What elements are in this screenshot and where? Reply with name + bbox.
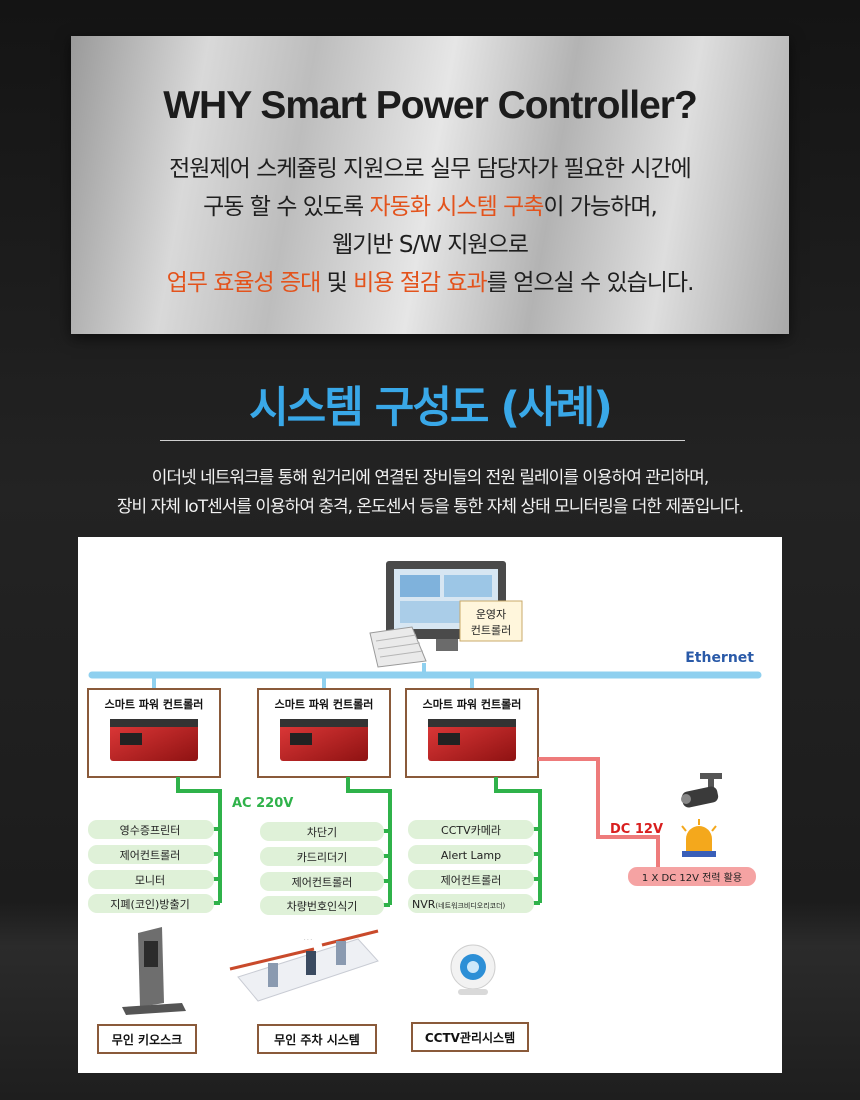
operator-label-line-1: 운영자: [476, 608, 506, 621]
diagram-svg: 운영자 컨트롤러 Ethernet 스마트 파워 컨트롤러 스마트 파워 컨트롤…: [87, 561, 762, 1054]
header-line-4-text-b: 를 얻으실 수 있습니다.: [486, 270, 695, 296]
group1-item-1: 영수증프린터: [120, 824, 181, 837]
system-1-box: [97, 1024, 197, 1054]
group1-item-2: 제어컨트롤러: [120, 849, 181, 862]
alert-lamp-icon: [681, 819, 717, 857]
controller-3-label: 스마트 파워 컨트롤러: [423, 697, 522, 711]
page-title: WHY Smart Power Controller?: [163, 84, 698, 127]
section-desc-line-1: 이더넷 네트워크를 통해 원거리에 연결된 장비들의 전원 릴레이를 이용하여 …: [151, 468, 709, 488]
header-line-4-text-a: 및: [320, 270, 354, 296]
controller-2: 스마트 파워 컨트롤러: [257, 688, 391, 778]
header-line-2-text-a: 구동 할 수 있도록: [203, 194, 370, 220]
section-title: 시스템 구성도 (사례): [249, 383, 613, 433]
header-panel: WHY Smart Power Controller? 전원제어 스케쥴링 지원…: [71, 36, 789, 334]
group3-item-1: CCTV카메라: [441, 824, 501, 837]
group3-item-3: 제어컨트롤러: [441, 874, 502, 887]
group3-item-4: NVR(네트워크비디오리코더): [412, 898, 506, 911]
controller-2-label: 스마트 파워 컨트롤러: [275, 697, 374, 711]
group-2-items: 차단기 카드리더기 제어컨트롤러 차량번호인식기: [260, 822, 384, 915]
group2-item-1: 차단기: [307, 826, 337, 839]
group3-item-2: Alert Lamp: [441, 849, 501, 862]
section-desc-line-2: 장비 자체 IoT센서를 이용하여 충격, 온도센서 등을 통한 자체 상태 모…: [116, 497, 744, 517]
header-description: 전원제어 스케쥴링 지원으로 실무 담당자가 필요한 시간에 구동 할 수 있도…: [71, 150, 789, 302]
dc-12v-label: DC 12V: [610, 822, 663, 837]
system-3-box: [411, 1022, 529, 1052]
dc-power-box: [628, 867, 756, 886]
keyboard-icon: [369, 626, 427, 668]
parking-system-icon: · · ·: [229, 929, 379, 1002]
controller-3: 스마트 파워 컨트롤러: [405, 688, 539, 778]
system-2-box: [257, 1024, 377, 1054]
controller-1-label: 스마트 파워 컨트롤러: [105, 697, 204, 711]
kiosk-icon: [122, 927, 186, 1015]
system-2-label: 무인 주차 시스템: [274, 1032, 360, 1047]
cctv-camera-icon: [681, 773, 722, 808]
dc-power-label: 1 X DC 12V 전력 활용: [642, 871, 742, 884]
header-line-2-text-b: 이 가능하며,: [543, 194, 657, 220]
cctv-system-icon: [450, 944, 496, 995]
system-1-label: 무인 키오스크: [112, 1032, 182, 1047]
group-3-items: CCTV카메라 Alert Lamp 제어컨트롤러 NVR(네트워크비디오리코더…: [408, 820, 534, 913]
header-line-4: 업무 효율성 증대 및 비용 절감 효과를 얻으실 수 있습니다.: [71, 264, 789, 302]
group2-item-2: 카드리더기: [297, 851, 348, 864]
controller-1: 스마트 파워 컨트롤러: [87, 688, 221, 778]
highlight-cost: 비용 절감 효과: [353, 270, 488, 296]
ac-220v-label: AC 220V: [232, 796, 293, 811]
group-1-items: 영수증프린터 제어컨트롤러 모니터 지폐(코인)방출기: [88, 820, 214, 913]
system-diagram: 운영자 컨트롤러 Ethernet 스마트 파워 컨트롤러 스마트 파워 컨트롤…: [78, 537, 782, 1073]
highlight-efficiency: 업무 효율성 증대: [166, 270, 322, 296]
section-divider: [160, 440, 685, 441]
ac-wiring-3: [494, 777, 542, 905]
group1-item-4: 지폐(코인)방출기: [110, 898, 189, 911]
dc-wiring: [538, 757, 660, 867]
group2-item-4: 차량번호인식기: [287, 900, 358, 913]
header-line-2: 구동 할 수 있도록 자동화 시스템 구축이 가능하며,: [71, 188, 789, 226]
operator-label-box: [459, 600, 523, 642]
system-3-label: CCTV관리시스템: [425, 1030, 515, 1045]
group1-item-3: 모니터: [135, 874, 165, 887]
header-line-1: 전원제어 스케쥴링 지원으로 실무 담당자가 필요한 시간에: [169, 156, 692, 182]
ethernet-label: Ethernet: [685, 650, 754, 666]
highlight-automation: 자동화 시스템 구축: [369, 194, 545, 220]
operator-label-line-2: 컨트롤러: [471, 624, 511, 637]
section-description: 이더넷 네트워크를 통해 원거리에 연결된 장비들의 전원 릴레이를 이용하여 …: [0, 464, 860, 522]
parking-annotation: · · ·: [304, 937, 312, 943]
header-line-3: 웹기반 S/W 지원으로: [332, 232, 529, 258]
group2-item-3: 제어컨트롤러: [292, 876, 353, 889]
